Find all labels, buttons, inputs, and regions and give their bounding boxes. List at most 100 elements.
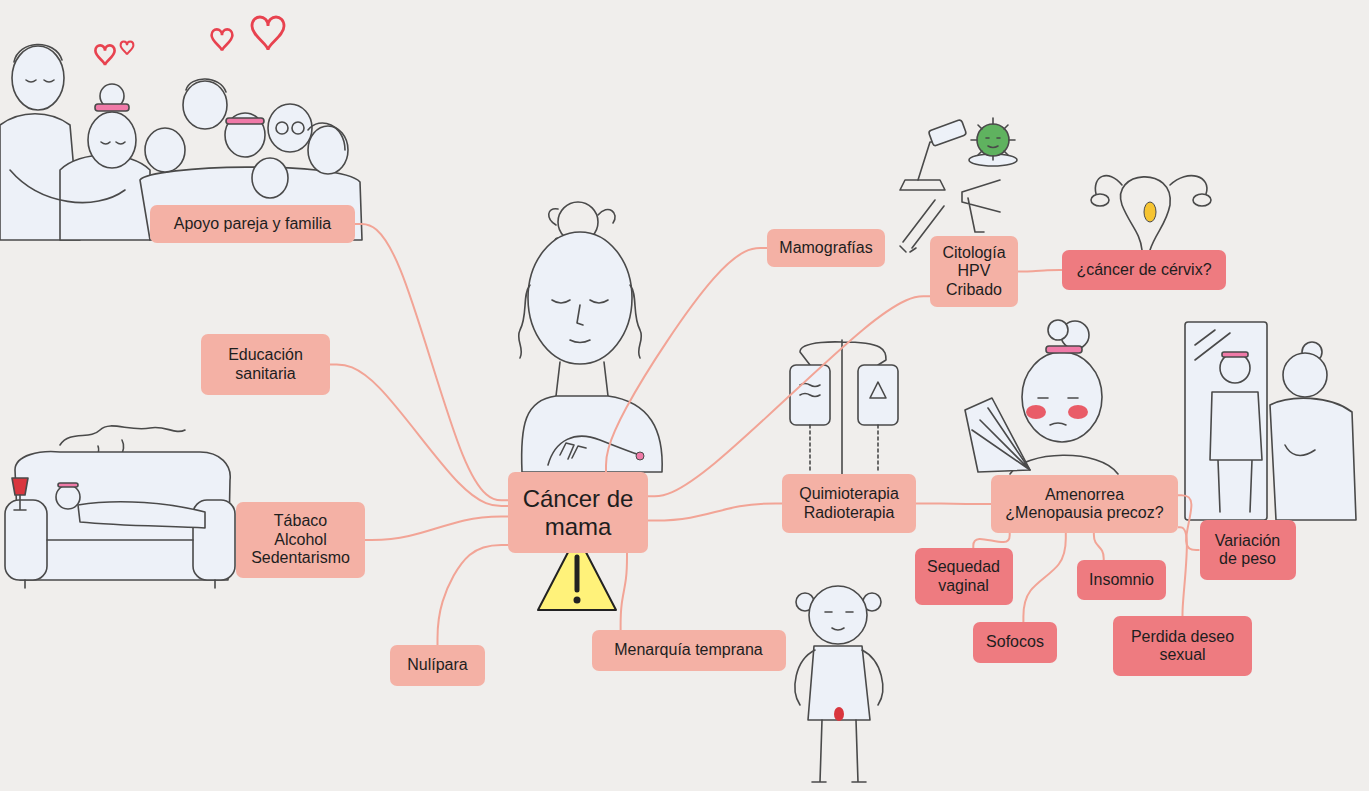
heart-symbol — [95, 17, 284, 65]
mirror-scene — [1185, 322, 1356, 520]
fanning-woman — [965, 398, 1030, 472]
mirror-scene — [1185, 322, 1267, 520]
central-woman — [548, 436, 640, 465]
branch-line — [1178, 495, 1200, 550]
girl-figure — [808, 646, 870, 720]
lab-tools — [900, 118, 1017, 252]
lab-tools — [900, 180, 945, 190]
fanning-woman — [965, 320, 1118, 474]
central-woman — [556, 362, 608, 396]
mirror-scene — [1283, 353, 1327, 397]
topic-box: Menarquía temprana — [592, 630, 786, 671]
node-label: Variación de peso — [1207, 532, 1289, 569]
topic-box: Sofocos — [973, 622, 1057, 663]
heart-symbol — [95, 45, 114, 65]
topic-box: Perdida deseo sexual — [1113, 616, 1252, 676]
fanning-woman — [1046, 346, 1082, 353]
fanning-woman — [1026, 405, 1046, 419]
family-hug — [308, 126, 348, 174]
family-hug — [225, 113, 265, 157]
branch-line — [1023, 533, 1065, 622]
branch-line — [648, 504, 782, 521]
node-label: Apoyo pareja y familia — [158, 215, 348, 233]
family-hug — [145, 128, 185, 172]
couch-scene — [5, 426, 235, 588]
heart-symbol — [212, 29, 233, 50]
topic-box: Mamografías — [767, 229, 885, 267]
node-label: Insomnio — [1084, 571, 1159, 589]
fanning-woman — [1038, 398, 1078, 425]
lab-tools — [962, 180, 1000, 232]
topic-box: Amenorrea ¿Menopausia precoz? — [991, 475, 1178, 533]
family-hug — [101, 142, 125, 144]
family-hug — [292, 122, 304, 134]
branch-line — [330, 365, 508, 507]
uterus-sketch — [1144, 202, 1156, 222]
couch-scene — [58, 483, 78, 487]
branch-line — [365, 517, 508, 540]
couch-scene — [25, 540, 215, 588]
central-woman — [636, 452, 644, 460]
uterus-sketch — [1095, 176, 1207, 194]
family-hug — [268, 104, 312, 152]
family-hug — [88, 112, 136, 168]
branch-line — [916, 503, 991, 506]
branch-line — [973, 533, 1009, 548]
lab-tools — [928, 119, 966, 146]
family-hug — [26, 80, 54, 82]
girl-figure — [795, 650, 883, 705]
topic-box: Apoyo pareja y familia — [150, 205, 355, 243]
lab-tools — [971, 118, 1015, 160]
fanning-woman — [972, 408, 1030, 470]
family-hug — [276, 122, 288, 134]
family-hug — [12, 46, 64, 110]
couch-scene — [56, 485, 80, 509]
node-label: Menarquía temprana — [599, 641, 779, 659]
girl-figure — [795, 586, 883, 782]
family-hug — [60, 155, 150, 240]
family-hug — [10, 170, 125, 203]
family-hug — [252, 158, 288, 198]
iv-drip — [800, 382, 886, 398]
family-hug — [95, 104, 129, 111]
girl-figure — [825, 612, 853, 630]
topic-box: ¿cáncer de cérvix? — [1062, 250, 1226, 290]
uterus-sketch — [1121, 177, 1171, 250]
topic-box: Variación de peso — [1200, 520, 1296, 580]
node-label: Sequedad vaginal — [922, 558, 1006, 595]
branch-line — [648, 296, 930, 496]
central-woman — [549, 209, 615, 225]
warning-symbol — [574, 597, 581, 604]
node-label: Cáncer de mama — [516, 485, 641, 540]
couch-scene — [14, 495, 26, 510]
topic-box: Insomnio — [1077, 560, 1166, 600]
central-woman — [560, 443, 586, 459]
branch-line — [1094, 533, 1104, 560]
fanning-woman — [1048, 320, 1068, 340]
girl-figure — [809, 586, 867, 644]
node-label: Nulípara — [398, 656, 478, 674]
iv-drip — [790, 340, 898, 480]
mirror-scene — [1210, 392, 1262, 512]
central-topic: Cáncer de mama — [508, 472, 648, 553]
central-woman — [519, 285, 642, 358]
node-label: Quimioterapia Radioterapia — [790, 485, 908, 522]
mirror-scene — [1285, 445, 1315, 455]
node-label: Educación sanitaria — [216, 346, 316, 383]
family-hug — [226, 118, 264, 124]
node-label: Mamografías — [774, 239, 878, 257]
girl-figure — [812, 720, 866, 782]
couch-scene — [12, 478, 28, 495]
branch-line — [1018, 270, 1062, 272]
fanning-woman — [1022, 352, 1102, 442]
node-label: Tábaco Alcohol Sedentarismo — [248, 512, 353, 567]
uterus-sketch — [1091, 176, 1211, 250]
node-label: Sofocos — [980, 633, 1050, 651]
topic-box: Quimioterapia Radioterapia — [782, 474, 916, 533]
node-label: Amenorrea ¿Menopausia precoz? — [1002, 486, 1167, 523]
iv-drip — [810, 425, 878, 470]
uterus-sketch — [1091, 194, 1109, 206]
family-hug — [186, 79, 345, 150]
central-woman — [552, 300, 608, 343]
